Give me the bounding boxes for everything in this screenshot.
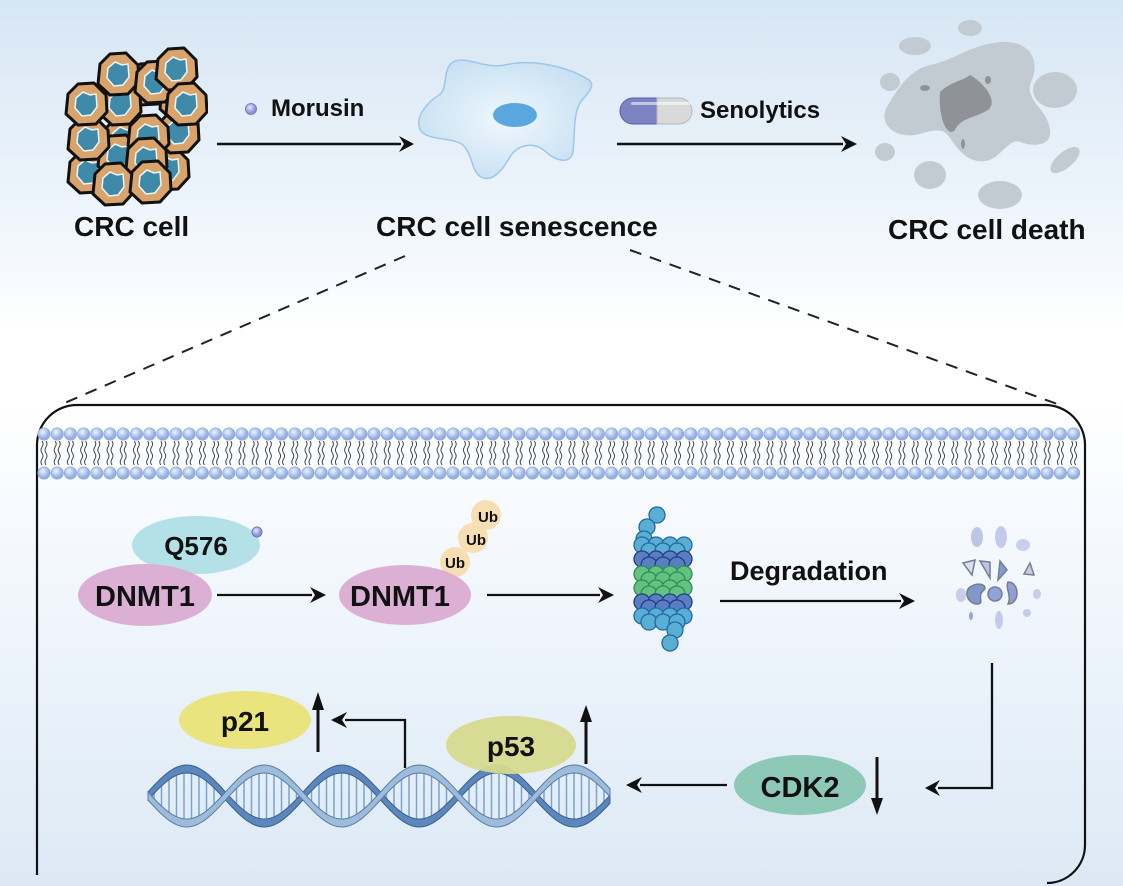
q576-label: Q576 [164,531,228,561]
degradation-label: Degradation [730,556,888,586]
cancer-cell-cluster-icon [64,46,208,207]
dna-double-helix-icon [147,764,611,828]
dead-cell-debris-icon [875,20,1080,209]
cdk2-label: CDK2 [761,772,840,804]
panel-frame [35,403,1087,885]
senescent-cell-icon [418,59,593,180]
zoom-connector-lines [59,249,1061,406]
p21-label: p21 [221,706,269,737]
cdk2-down-arrow-icon [871,798,883,815]
ub-label-1: Ub [478,509,498,526]
stage-label-crc-cell: CRC cell [74,211,190,242]
transition-label-senolytics: Senolytics [700,97,821,124]
cancer-cell [154,46,199,92]
arrow-morusin [217,136,414,152]
transition-label-morusin: Morusin [271,95,365,122]
stage-label-crc-cell-senescence: CRC cell senescence [376,211,658,242]
p21-up-arrow-icon [312,692,324,710]
p53-up-arrow-icon [580,705,592,722]
cancer-cell [64,81,109,127]
lipid-bilayer-membrane [37,427,1081,480]
q576-dnmt1-complex: Q576 DNMT1 [78,516,263,626]
arrow-senolytics [617,136,857,152]
peptide-fragments-icon [956,526,1041,629]
stage-label-crc-cell-death: CRC cell death [888,214,1086,245]
ubiquitinated-dnmt1: Ub Ub Ub DNMT1 [339,500,501,625]
proteasome-icon [633,506,693,652]
cancer-cell [66,116,111,162]
ub-label-3: Ub [445,555,465,572]
small-molecule-dot-icon [245,103,257,115]
dnmt1-label-b: DNMT1 [350,581,450,613]
dnmt1-label-a: DNMT1 [95,581,195,613]
cancer-cell [96,51,141,97]
capsule-pill-icon [619,97,693,125]
cancer-cell [164,81,208,127]
transcription-arrow-icon [331,712,347,728]
p53-label: p53 [487,731,535,762]
cancer-cell [128,159,173,205]
ub-label-2: Ub [466,532,486,549]
